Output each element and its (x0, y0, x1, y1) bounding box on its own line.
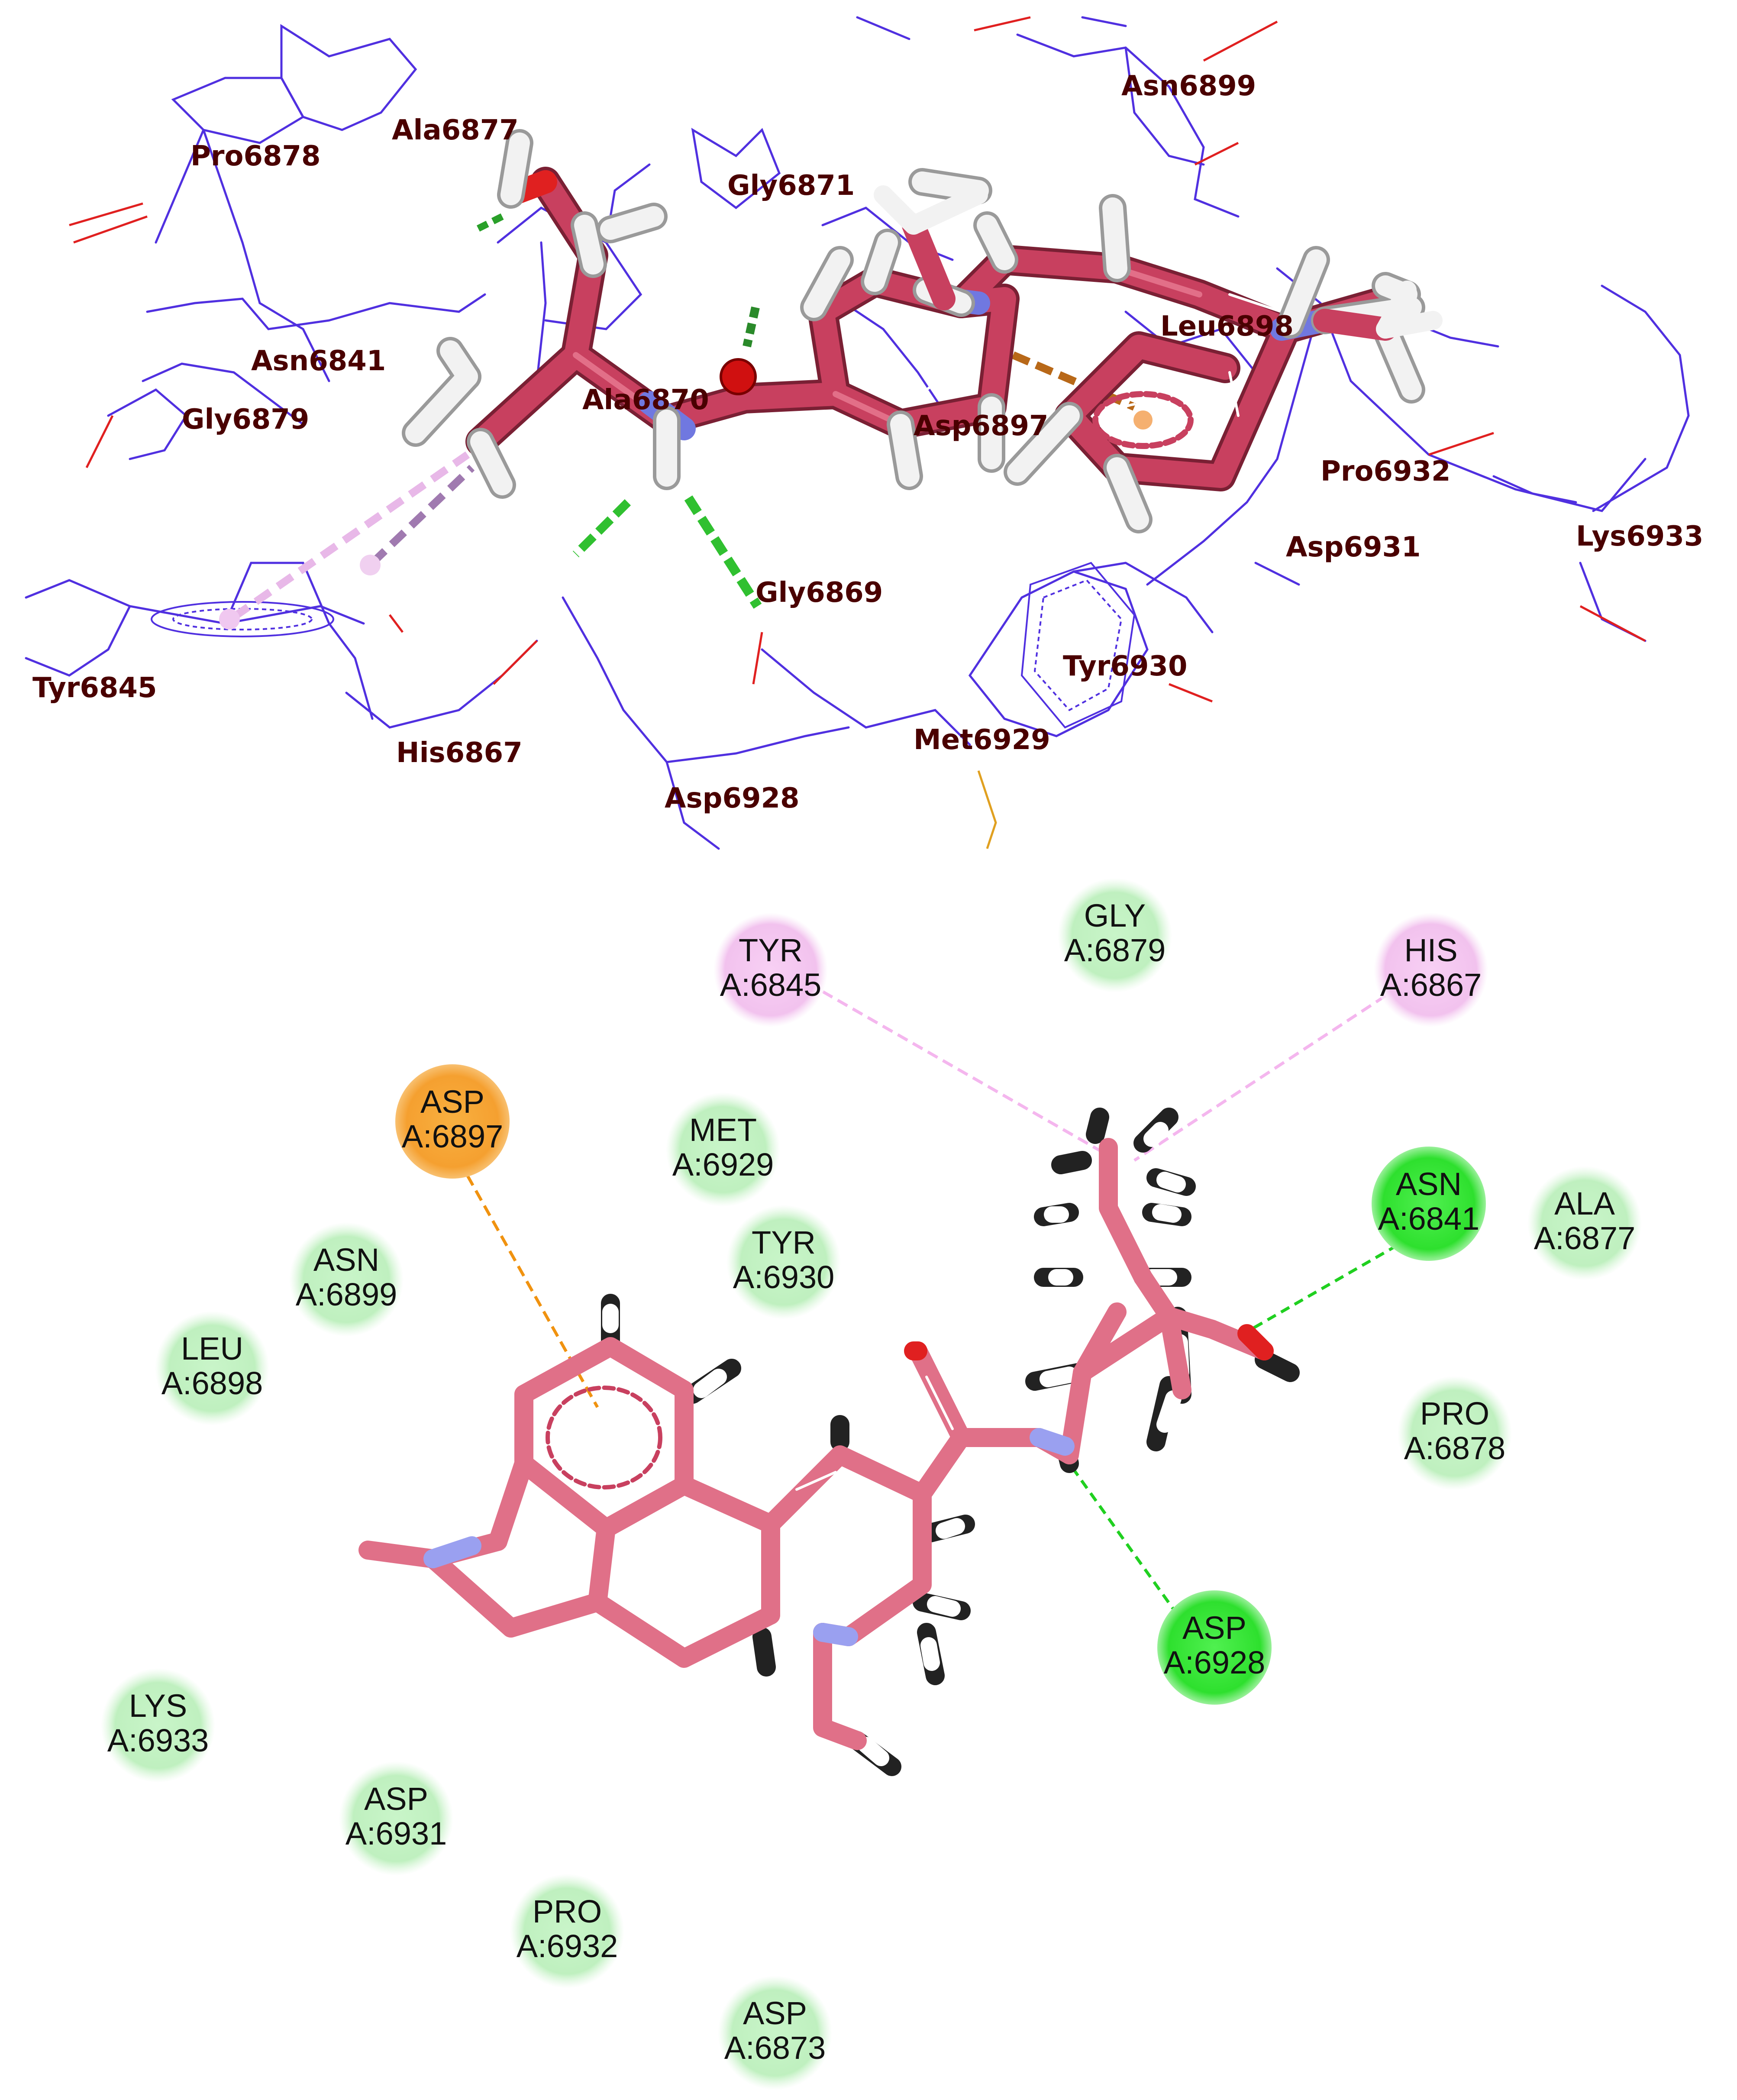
label-asp6931: Asp6931 (1286, 531, 1421, 563)
residue-name: ASP (743, 1995, 807, 2031)
residue-lys6933: LYS A:6933 (101, 1668, 215, 1783)
residue-chain: A:6841 (1378, 1201, 1480, 1237)
residue-name: PRO (533, 1893, 602, 1929)
label-his6867: His6867 (396, 737, 523, 769)
aromatic-ring-2d (546, 1386, 662, 1489)
hbond-line-asp6928 (1068, 1462, 1179, 1616)
aromatic-ring-tyr6930 (1020, 562, 1136, 729)
residue-pro6878: PRO A:6878 (1398, 1376, 1512, 1490)
residue-name: ASP (1182, 1610, 1246, 1646)
ring-centroid-pink (219, 609, 240, 630)
label-met6929: Met6929 (914, 724, 1050, 756)
ring-centroid-orange (1133, 410, 1153, 430)
residue-gly6879: GLY A:6879 (1058, 878, 1172, 992)
residue-his6867: HIS A:6867 (1374, 913, 1488, 1027)
residue-chain: A:6867 (1380, 967, 1482, 1003)
alkyl-centroid-pink (360, 555, 381, 575)
residue-name: MET (689, 1112, 757, 1148)
residue-name: GLY (1084, 898, 1146, 934)
label-gly6879: Gly6879 (182, 404, 309, 436)
residue-name: ASN (1396, 1166, 1462, 1202)
residue-name: ASP (364, 1781, 428, 1817)
residue-name: LYS (129, 1688, 187, 1724)
ligand-2d (358, 1108, 1300, 1776)
pi-alkyl-line-tyr6845 (822, 990, 1118, 1162)
panel-3d: Ala6877 Pro6878 Gly6871 Asn6899 Asn6841 … (25, 16, 1703, 850)
residue-tyr6845: TYR A:6845 (714, 913, 828, 1027)
residue-asp6931: ASP A:6931 (339, 1761, 453, 1876)
carbonyl-oxygen (720, 358, 757, 395)
residue-met6929: MET A:6929 (666, 1092, 780, 1207)
residue-chain: A:6879 (1064, 932, 1166, 968)
residue-chain: A:6928 (1164, 1644, 1266, 1680)
label-ala6877: Ala6877 (392, 114, 519, 146)
residue-name: ASN (313, 1242, 379, 1278)
label-asn6899: Asn6899 (1121, 70, 1256, 102)
residue-chain: A:6931 (345, 1816, 447, 1851)
residues-2d: TYR A:6845 GLY A:6879 HIS A:6867 ASP A:6… (101, 878, 1642, 2090)
protein-wireframe-accents (69, 16, 1646, 849)
ligand-3d (402, 129, 1443, 533)
residue-tyr6930: TYR A:6930 (726, 1205, 841, 1319)
residue-ala6877: ALA A:6877 (1527, 1166, 1642, 1280)
label-asp6897: Asp6897 (914, 410, 1049, 442)
residue-name: TYR (739, 932, 803, 968)
residue-asp6897: ASP A:6897 (395, 1064, 510, 1179)
label-pro6878: Pro6878 (190, 140, 321, 172)
residue-leu6898: LEU A:6898 (155, 1311, 269, 1425)
residue-name: LEU (181, 1331, 243, 1367)
residue-asn6841: ASN A:6841 (1372, 1147, 1486, 1261)
label-asn6841: Asn6841 (251, 345, 386, 377)
label-gly6871: Gly6871 (727, 170, 855, 202)
residue-chain: A:6930 (733, 1259, 835, 1295)
residue-chain: A:6878 (1404, 1430, 1506, 1466)
residue-name: HIS (1404, 932, 1457, 968)
residue-asp6873: ASP A:6873 (718, 1976, 832, 2090)
label-ala6870: Ala6870 (582, 384, 709, 416)
residue-name: ASP (420, 1084, 484, 1120)
residue-chain: A:6933 (107, 1722, 209, 1758)
label-asp6928: Asp6928 (665, 782, 800, 814)
residue-chain: A:6899 (296, 1276, 397, 1312)
residue-name: TYR (752, 1224, 816, 1260)
residue-name: ALA (1554, 1186, 1615, 1221)
pi-alkyl-line-his6867 (1133, 995, 1386, 1162)
residue-chain: A:6929 (672, 1147, 774, 1182)
label-tyr6845: Tyr6845 (32, 672, 157, 704)
residue-chain: A:6873 (724, 2030, 826, 2066)
label-gly6869: Gly6869 (755, 577, 883, 609)
residue-chain: A:6897 (402, 1118, 504, 1154)
residue-asp6928: ASP A:6928 (1157, 1590, 1272, 1705)
panel-2d: TYR A:6845 GLY A:6879 HIS A:6867 ASP A:6… (101, 878, 1642, 2090)
residue-chain: A:6898 (161, 1365, 263, 1401)
residue-name: PRO (1420, 1396, 1489, 1431)
residue-chain: A:6877 (1534, 1220, 1636, 1256)
label-pro6932: Pro6932 (1321, 456, 1451, 488)
label-lys6933: Lys6933 (1576, 520, 1703, 552)
residue-asn6899: ASN A:6899 (289, 1222, 404, 1337)
residue-chain: A:6845 (720, 967, 822, 1003)
residue-chain: A:6932 (517, 1928, 618, 1964)
label-tyr6930: Tyr6930 (1063, 650, 1187, 682)
label-leu6898: Leu6898 (1160, 310, 1294, 342)
residue-pro6932: PRO A:6932 (510, 1874, 624, 1988)
labels-3d: Ala6877 Pro6878 Gly6871 Asn6899 Asn6841 … (32, 70, 1703, 814)
